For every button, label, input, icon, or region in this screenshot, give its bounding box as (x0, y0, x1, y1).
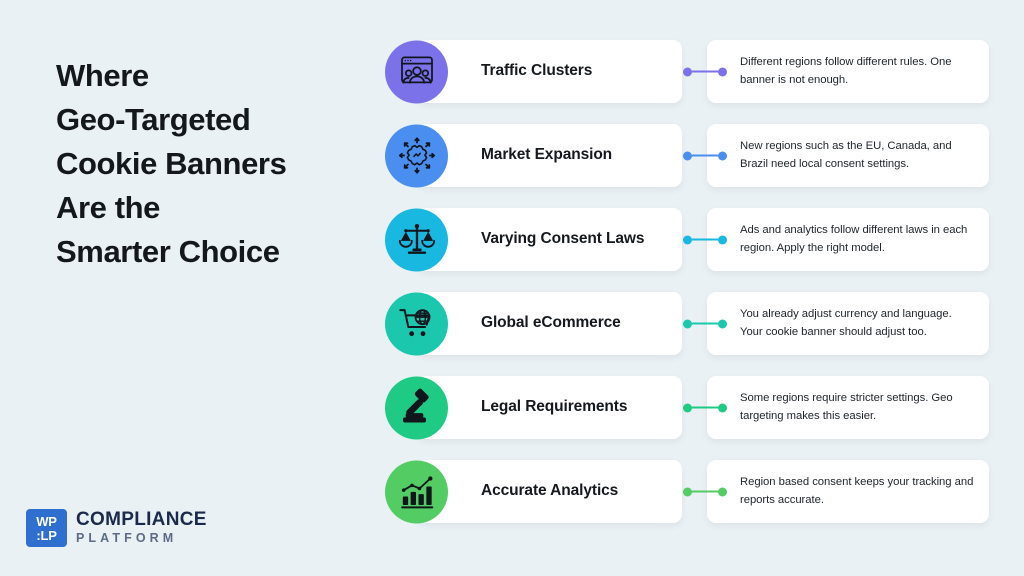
globe-shopping-cart-icon (385, 292, 448, 355)
headline-line: Where (56, 58, 149, 93)
page-title: Where Geo-Targeted Cookie Banners Are th… (56, 54, 366, 274)
connector-dot-right (718, 67, 727, 76)
feature-title: Global eCommerce (481, 314, 621, 332)
feature-title-card[interactable]: Varying Consent Laws (418, 208, 682, 271)
feature-title-card[interactable]: Global eCommerce (418, 292, 682, 355)
logo-mark-top-text: WP (36, 513, 57, 529)
connector-line (683, 319, 727, 328)
feature-description-card[interactable]: New regions such as the EU, Canada, and … (707, 124, 989, 187)
logo-name-primary: COMPLIANCE (76, 509, 207, 531)
feature-description-card[interactable]: Region based consent keeps your tracking… (707, 460, 989, 523)
brand-logo: WP :LP COMPLIANCE PLATFORM (26, 509, 207, 547)
connector-bar (692, 490, 718, 493)
connector-dot-right (718, 235, 727, 244)
logo-wordmark: COMPLIANCE PLATFORM (76, 510, 207, 546)
feature-description-card[interactable]: Different regions follow different rules… (707, 40, 989, 103)
connector-dot-right (718, 403, 727, 412)
connector-line (683, 403, 727, 412)
feature-description-card[interactable]: Some regions require stricter settings. … (707, 376, 989, 439)
connector-bar (692, 238, 718, 241)
connector-bar (692, 70, 718, 73)
headline-block: Where Geo-Targeted Cookie Banners Are th… (56, 54, 366, 274)
connector-dot-left (683, 67, 692, 76)
scales-of-justice-icon (385, 208, 448, 271)
connector-dot-right (718, 487, 727, 496)
bar-chart-trend-icon (385, 460, 448, 523)
connector-dot-right (718, 151, 727, 160)
headline-line: Cookie Banners (56, 146, 287, 182)
feature-description: You already adjust currency and language… (740, 308, 952, 338)
feature-title-card[interactable]: Market Expansion (418, 124, 682, 187)
logo-name-secondary: PLATFORM (76, 530, 178, 545)
connector-bar (692, 154, 718, 157)
feature-description: Some regions require stricter settings. … (740, 392, 953, 422)
connector-dot-left (683, 151, 692, 160)
headline-line: Geo-Targeted (56, 102, 251, 138)
feature-description-card[interactable]: Ads and analytics follow different laws … (707, 208, 989, 271)
feature-title: Varying Consent Laws (481, 230, 645, 248)
feature-title-card[interactable]: Legal Requirements (418, 376, 682, 439)
feature-title-card[interactable]: Traffic Clusters (418, 40, 682, 103)
feature-description: Region based consent keeps your tracking… (740, 476, 974, 506)
connector-line (683, 67, 727, 76)
connector-line (683, 235, 727, 244)
expansion-arrows-badge-icon (385, 124, 448, 187)
headline-line: Are the (56, 190, 161, 226)
browser-users-icon (385, 40, 448, 103)
feature-title: Market Expansion (481, 146, 613, 164)
logo-mark-bottom-text: :LP (36, 527, 57, 543)
connector-line (683, 151, 727, 160)
feature-description: Different regions follow different rules… (740, 56, 952, 86)
connector-dot-left (683, 487, 692, 496)
feature-description: Ads and analytics follow different laws … (740, 224, 968, 254)
feature-title: Legal Requirements (481, 398, 628, 416)
feature-title: Traffic Clusters (481, 62, 593, 80)
connector-bar (692, 322, 718, 325)
feature-description: New regions such as the EU, Canada, and … (740, 140, 952, 170)
connector-dot-right (718, 319, 727, 328)
connector-line (683, 487, 727, 496)
headline-line: Smarter Choice (56, 234, 280, 270)
feature-description-card[interactable]: You already adjust currency and language… (707, 292, 989, 355)
connector-dot-left (683, 403, 692, 412)
connector-dot-left (683, 319, 692, 328)
feature-title-card[interactable]: Accurate Analytics (418, 460, 682, 523)
connector-bar (692, 406, 718, 409)
logo-mark: WP :LP (26, 509, 67, 547)
connector-dot-left (683, 235, 692, 244)
feature-title: Accurate Analytics (481, 482, 619, 500)
gavel-icon (385, 376, 448, 439)
